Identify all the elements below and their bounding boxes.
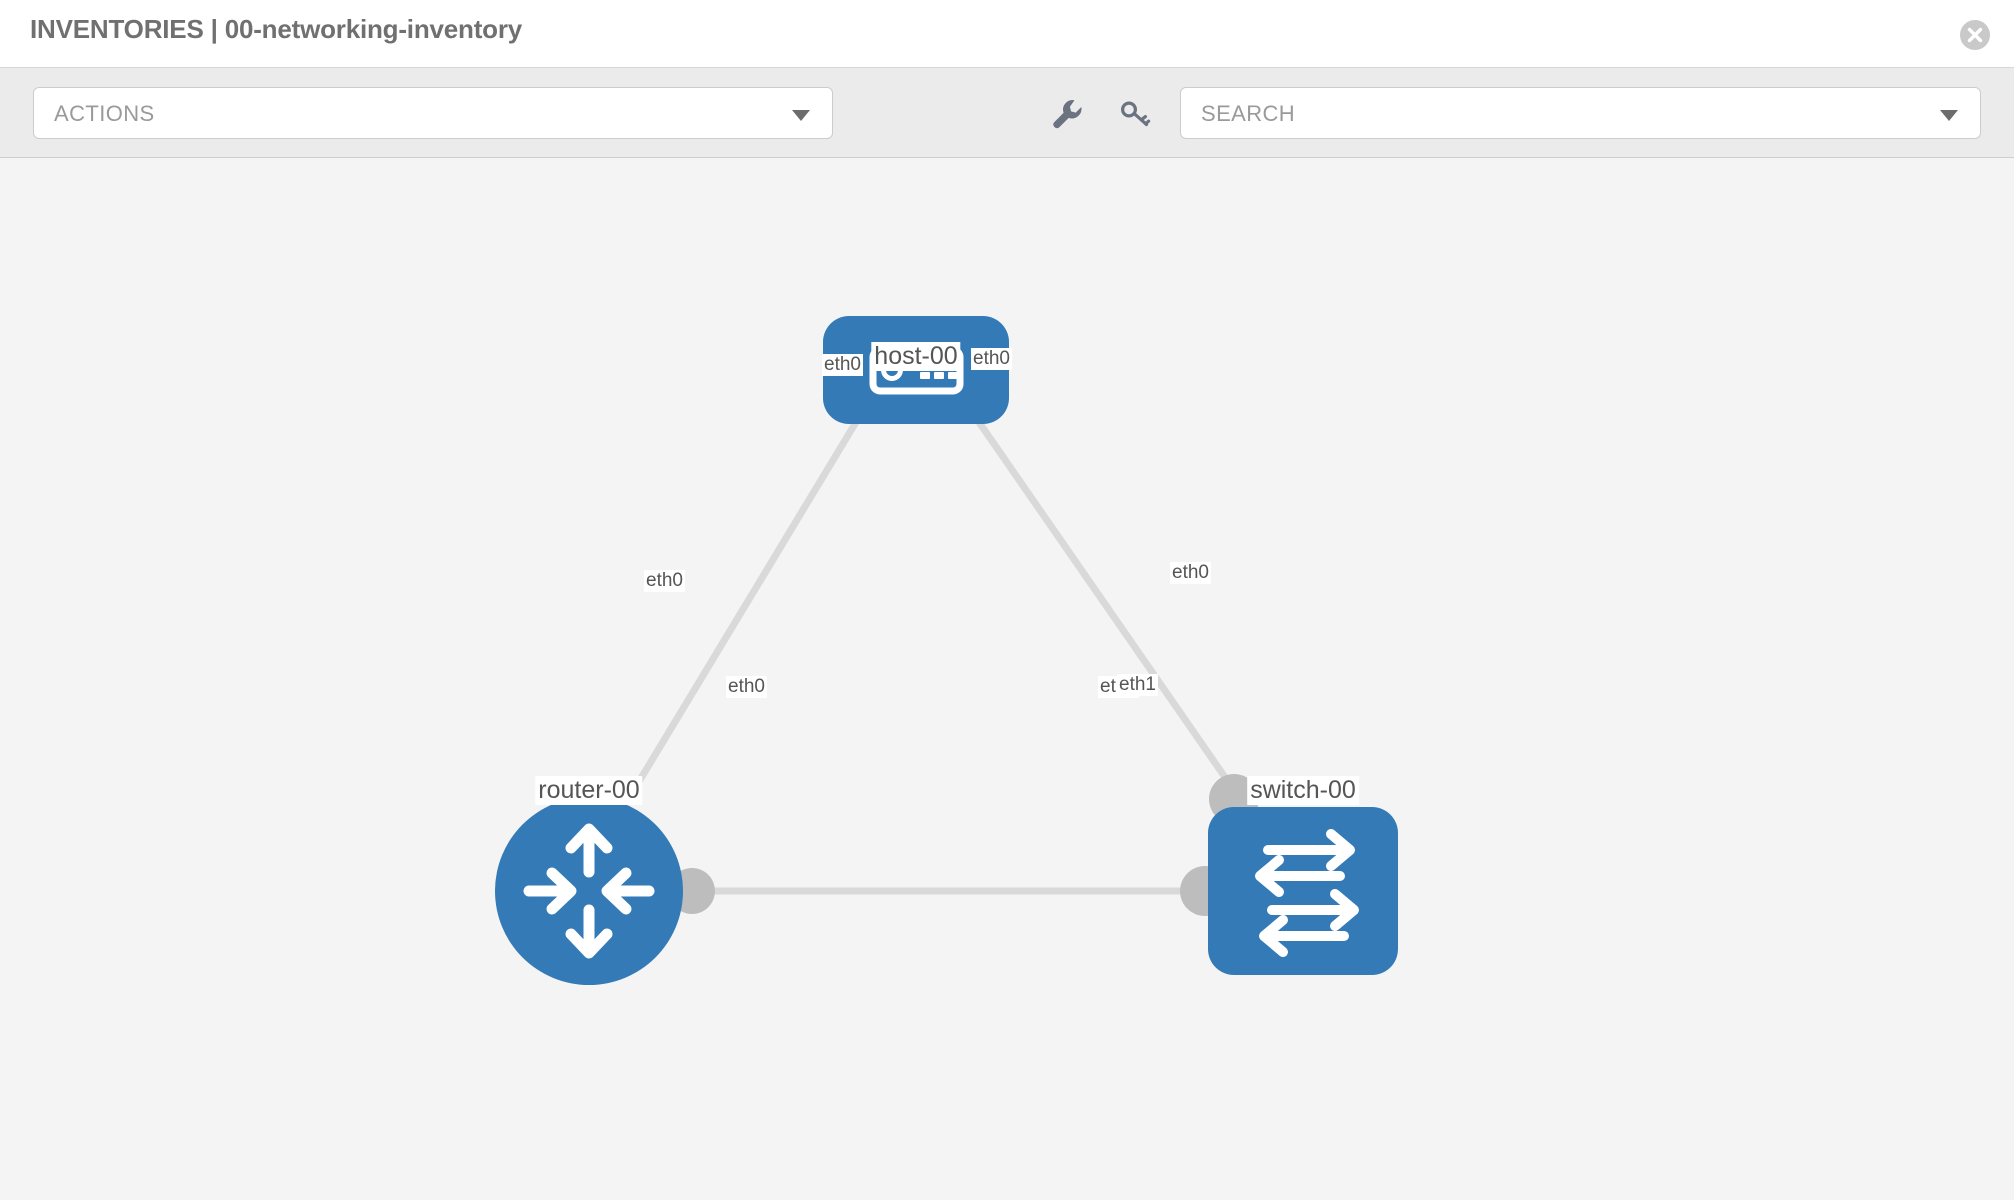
wrench-icon[interactable] [1047, 94, 1087, 134]
node-label-host-00: host-00 [871, 342, 961, 371]
iface-label-router00-up: eth0 [644, 570, 685, 592]
page-title: INVENTORIES | 00-networking-inventory [30, 14, 523, 44]
search-placeholder: SEARCH [1201, 101, 1296, 126]
search-input[interactable]: SEARCH [1180, 87, 1981, 139]
edge-host00-router00 [617, 387, 879, 815]
chevron-down-icon[interactable] [1940, 110, 1958, 121]
iface-label-host00-left: eth0 [822, 354, 863, 376]
node-router-00[interactable] [495, 797, 683, 985]
iface-label-switch00-up: eth0 [1170, 562, 1211, 584]
node-switch-00[interactable] [1208, 807, 1398, 975]
actions-dropdown[interactable]: ACTIONS [33, 87, 833, 139]
topology-canvas[interactable]: host-00 router-00 switch-00 eth0 eth0 et… [0, 158, 2014, 1200]
header-bar: INVENTORIES | 00-networking-inventory [0, 0, 2014, 68]
edge-host00-switch00 [953, 387, 1241, 798]
node-label-switch-00: switch-00 [1247, 776, 1359, 805]
iface-label-host00-right: eth0 [971, 348, 1012, 370]
iface-label-switch00-left: eth1 [1117, 674, 1158, 696]
chevron-down-icon [792, 110, 810, 121]
key-icon[interactable] [1115, 94, 1155, 134]
toolbar: ACTIONS SEARCH [0, 68, 2014, 158]
topology-graph [495, 316, 1398, 985]
actions-dropdown-label: ACTIONS [54, 101, 155, 126]
node-label-router-00: router-00 [535, 776, 643, 805]
close-icon[interactable] [1960, 20, 1990, 50]
iface-label-router00-right: eth0 [726, 676, 767, 698]
